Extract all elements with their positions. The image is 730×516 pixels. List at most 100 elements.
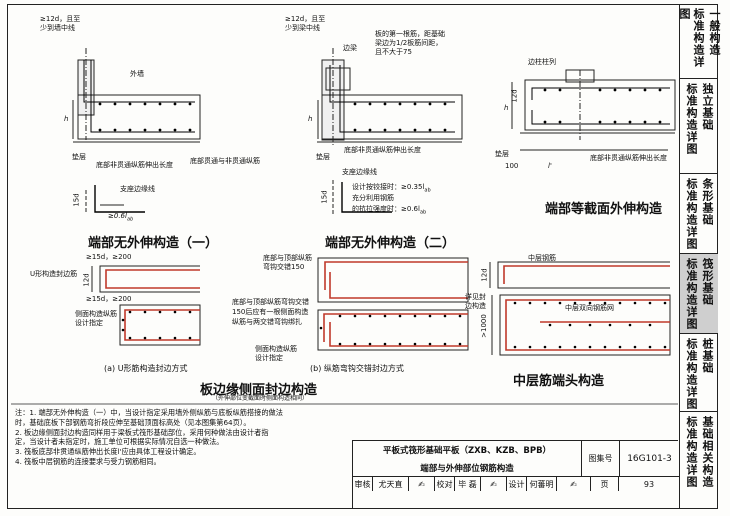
fig4a-side-2: 设计指定: [75, 319, 103, 327]
fig2-drawing: [317, 48, 463, 215]
fig1-rebar-dots: [98, 102, 192, 132]
fig5-rebar-dots: [513, 301, 667, 349]
fig3-label-lp: l': [548, 162, 552, 170]
tb-title-line2: 端部与外伸部位钢筋构造: [353, 459, 581, 477]
tab-col: 标准构造详图: [685, 83, 698, 155]
tab-col: 标准构造详图: [685, 416, 698, 488]
tb-page-label: 页: [591, 477, 619, 491]
tb-page-no: 93: [643, 479, 655, 489]
fig1-label-bot-a: 底部非贯通纵筋伸出长度: [96, 161, 173, 169]
category-sidebar: 标准构造详图 一般构造 标准构造详图 独立基础 标准构造详图 条形基础 标准构造…: [678, 4, 721, 509]
fig3-label-col: 边柱柱列: [528, 58, 556, 66]
fig1-label-h: h: [64, 115, 69, 123]
tab-col: 独立基础: [701, 83, 714, 131]
fig5-side-2: 边构造: [465, 302, 486, 310]
note-line: 3. 筏板底部非贯通纵筋伸出长度l'应由具体工程设计确定。: [15, 447, 201, 457]
fig2-calc-3: 的抗拉强度时：≥0.6lab: [352, 205, 427, 216]
fig1-label-top2: 少到墙中线: [40, 24, 75, 32]
fig4a-drawing: [91, 265, 201, 346]
fig5-label-mid: 中层钢筋: [528, 254, 556, 262]
note-line: 2. 板边缘侧面封边构造同样用于梁板式筏形基础部位，采用何种做法由设计者指: [15, 427, 269, 437]
fig3-drawing: [511, 69, 676, 151]
fig1-label-pad: 垫层: [72, 153, 86, 161]
fig4b-note-1: 底部与顶部纵筋: [263, 254, 312, 262]
fig5-label-12d: 12d: [480, 268, 489, 282]
tab-col: 桩基础: [701, 338, 714, 374]
notes-block: 注：1. 端部无外伸构造（一）中，当设计指定采用墙外侧纵筋与底板纵筋搭接的做法 …: [15, 408, 350, 467]
fig2-label-top2: 少到梁中线: [285, 24, 320, 32]
fig4a-side-1: 侧面构造纵筋: [75, 310, 117, 318]
fig1-drawing: [72, 48, 201, 213]
tab-col: 条形基础: [701, 178, 714, 226]
sidebar-tab-general[interactable]: 标准构造详图 一般构造: [678, 4, 721, 79]
sidebar-tab-related[interactable]: 标准构造详图 基础相关构造: [680, 412, 718, 508]
sidebar-tab-isolated-foundation[interactable]: 标准构造详图 独立基础: [680, 79, 718, 174]
fig4b-note-2: 弯钩交错150: [263, 263, 305, 271]
fig3-label-100: 100: [505, 162, 519, 170]
tb-atlas-label: 图集号: [581, 441, 619, 477]
tb-title-line1: 平板式筏形基础平板（ZXB、KZB、BPB）: [382, 446, 552, 456]
fig4b-note-3: 底部与顶部纵筋弯钩交错: [232, 298, 309, 306]
fig1-label-wall: 外墙: [130, 70, 144, 78]
fig4a-label-u: U形构造封边筋: [30, 270, 78, 278]
fig1-label-lab: ≥0.6lab: [108, 212, 134, 223]
tb-reviewer: 尤天直: [373, 477, 409, 491]
fig2-label-top1: ≥12d，且至: [285, 15, 326, 23]
fig3-rebar-dots: [543, 88, 662, 124]
fig3-label-pad: 垫层: [495, 150, 509, 158]
tb-atlas-no: 16G101-3: [619, 441, 679, 477]
fig4a-caption: (a) U形筋构造封边方式: [104, 364, 188, 373]
fig5-label-big: >1000: [479, 314, 488, 338]
fig4a-rebar-dots: [121, 310, 192, 340]
sidebar-tab-pile-foundation[interactable]: 标准构造详图 桩基础: [680, 334, 718, 412]
sidebar-tab-raft-foundation[interactable]: 标准构造详图 筏形基础: [680, 254, 718, 334]
fig4-title: 板边缘侧面封边构造: [200, 383, 318, 398]
fig4b-rebar-dots: [319, 314, 462, 346]
fig4b-note-5: 纵筋与两交错弯钩绑扎: [232, 318, 302, 326]
tab-col: 筏形基础: [701, 258, 714, 306]
fig2-rebar-dots: [353, 102, 447, 132]
tab-col: 一般构造: [708, 8, 721, 56]
fig4b-note-4: 150后应有一根侧面构造: [232, 308, 309, 316]
fig5-side-1: 详见封: [465, 293, 486, 301]
fig2-calc-1: 设计按铰接时：≥0.35lab: [352, 183, 431, 194]
fig3-title: 端部等截面外伸构造: [545, 202, 663, 217]
note-line: 4. 筏板中层钢筋的连接要求与受力钢筋相同。: [15, 456, 161, 466]
fig4b-caption: (b) 纵筋弯钩交错封边方式: [310, 364, 404, 373]
fig4a-label-top: ≥15d，≥200: [86, 253, 132, 261]
fig5-drawing: [489, 261, 671, 356]
fig5-title: 中层筋端头构造: [513, 374, 605, 389]
fig4b-side-1: 侧面构造纵筋: [255, 345, 297, 353]
fig2-label-beam: 边梁: [343, 44, 357, 52]
note-line: 定，当设计者未指定时，施工单位可根据实际情况自选一种做法。: [15, 437, 224, 447]
fig2-title: 端部无外伸构造（二）: [325, 236, 456, 251]
fig5-label-net: 中层双向钢筋网: [565, 304, 614, 312]
fig4a-label-bot: ≥15d，≥200: [86, 295, 132, 303]
fig4a-label-12d: 12d: [82, 273, 91, 287]
fig3-label-12d: 12d: [510, 89, 519, 103]
note-line: 注：1. 端部无外伸构造（一）中，当设计指定采用墙外侧纵筋与底板纵筋搭接的做法: [15, 408, 283, 417]
tb-check-label: 校对: [435, 477, 455, 491]
fig1-label-support: 支座边缘线: [120, 185, 155, 193]
tab-col: 标准构造详图: [678, 8, 705, 68]
fig4b-side-2: 设计指定: [255, 354, 283, 362]
fig2-label-h: h: [308, 115, 313, 123]
tb-review-label: 审核: [353, 477, 373, 491]
fig2-label-bot: 底部非贯通纵筋伸出长度: [344, 146, 421, 154]
fig1-title: 端部无外伸构造（一）: [88, 236, 219, 251]
tb-checker-signature: ✍: [481, 477, 507, 491]
fig2-label-pad: 垫层: [316, 153, 330, 161]
title-block: 平板式筏形基础平板（ZXB、KZB、BPB） 端部与外伸部位钢筋构造 图集号 1…: [352, 440, 679, 508]
tb-reviewer-signature: ✍: [409, 477, 435, 491]
tab-col: 标准构造详图: [685, 338, 698, 410]
tb-design-label: 设计: [507, 477, 527, 491]
fig2-label-15d: 15d: [320, 190, 329, 204]
note-line: 时，基础底板下部钢筋弯折段应伸至基础顶面标高处（见本图集第64页）。: [15, 417, 251, 427]
sidebar-tab-strip-foundation[interactable]: 标准构造详图 条形基础: [680, 174, 718, 254]
fig2-note-1: 板的第一根筋，距基础: [375, 30, 445, 38]
fig2-note-3: 且不大于75: [375, 48, 412, 56]
fig3-label-h: h: [504, 104, 509, 112]
tb-checker: 毕 磊: [455, 477, 481, 491]
